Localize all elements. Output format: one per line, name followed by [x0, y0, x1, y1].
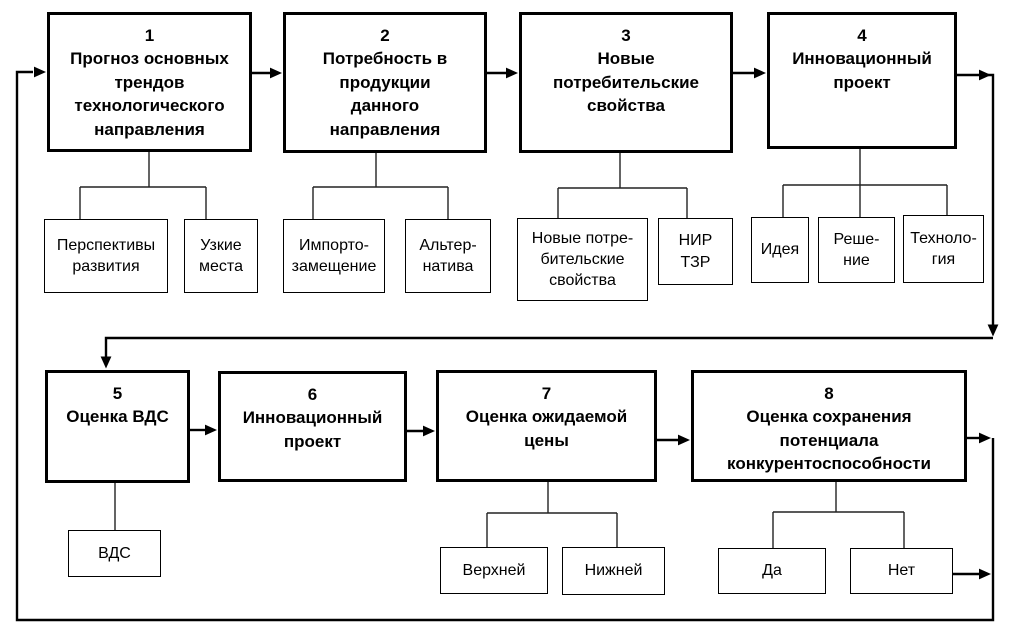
- tree-stage-3: [557, 153, 688, 218]
- stage-box-5: 5 Оценка ВДС: [45, 370, 190, 483]
- stage-box-1: 1 Прогноз основных трендов технологическ…: [47, 12, 252, 152]
- arrowhead-into-6: [205, 424, 217, 436]
- sub-box-no: Нет: [850, 548, 953, 594]
- stage-5-number: 5: [112, 384, 123, 403]
- arrowhead-into-3: [506, 67, 518, 79]
- arrowhead-into-7: [423, 425, 435, 437]
- sub-box-vds: ВДС: [68, 530, 161, 577]
- arrowhead-8-right: [979, 432, 991, 444]
- flow-lines: [15, 70, 995, 622]
- arrowhead-into-5: [100, 356, 112, 369]
- stage-1-number: 1: [144, 26, 155, 45]
- stage-2-label: Потребность в продукции данного направле…: [322, 49, 448, 139]
- stage-box-8: 8 Оценка сохранения потенциала конкурент…: [691, 370, 967, 482]
- tree-stage-7: [486, 482, 618, 547]
- sub-box-import-substitution: Импорто- замещение: [283, 219, 385, 293]
- tree-stage-2: [312, 152, 449, 219]
- sub-box-yes: Да: [718, 548, 826, 594]
- arrowhead-into-8: [678, 434, 690, 446]
- stage-box-2: 2 Потребность в продукции данного направ…: [283, 12, 487, 153]
- sub-box-alternative: Альтер- натива: [405, 219, 491, 293]
- sub-box-new-consumer-properties: Новые потре- бительские свойства: [517, 218, 648, 301]
- arrowhead-into-2: [270, 67, 282, 79]
- arrowheads: [34, 66, 999, 580]
- stage-box-6: 6 Инновационный проект: [218, 371, 407, 482]
- stage-7-number: 7: [541, 384, 552, 403]
- stage-8-label: Оценка сохранения потенциала конкурентос…: [727, 407, 931, 474]
- sub-box-technology: Техноло- гия: [903, 215, 984, 283]
- arrowhead-4-down: [987, 324, 999, 337]
- stage-3-number: 3: [621, 26, 631, 45]
- tree-stage-8: [772, 482, 905, 548]
- sub-box-solution: Реше- ние: [818, 217, 895, 283]
- arrow-line-4-down: [957, 73, 995, 325]
- stage-8-number: 8: [824, 384, 834, 403]
- tree-stage-1: [79, 152, 207, 219]
- sub-box-lower: Нижней: [562, 547, 665, 595]
- stage-6-label: Инновационный проект: [242, 408, 383, 451]
- stage-2-number: 2: [380, 26, 390, 45]
- sub-box-bottlenecks: Узкие места: [184, 219, 258, 293]
- arrowhead-into-4: [754, 67, 766, 79]
- tree-connectors: [79, 149, 948, 548]
- stage-3-label: Новые потребительские свойства: [552, 49, 700, 116]
- stage-7-label: Оценка ожидаемой цены: [465, 407, 628, 450]
- stage-6-number: 6: [307, 385, 318, 404]
- stage-box-4: 4 Инновационный проект: [767, 12, 957, 149]
- stage-5-label: Оценка ВДС: [66, 407, 169, 427]
- stage-4-number: 4: [857, 26, 867, 45]
- sub-box-idea: Идея: [751, 217, 809, 283]
- sub-box-nir-tzr: НИР ТЗР: [658, 218, 733, 285]
- tree-stage-4: [782, 149, 948, 217]
- stage-box-7: 7 Оценка ожидаемой цены: [436, 370, 657, 482]
- stage-box-3: 3 Новые потребительские свойства: [519, 12, 733, 153]
- sub-box-upper: Верхней: [440, 547, 548, 594]
- transfer-line-to-5: [104, 336, 993, 357]
- arrowhead-4-right: [979, 69, 991, 81]
- arrowhead-no-right: [979, 568, 991, 580]
- stage-1-label: Прогноз основных трендов технологическог…: [70, 49, 229, 139]
- stage-4-label: Инновационный проект: [792, 49, 932, 92]
- sub-box-prospects: Перспективы развития: [44, 219, 168, 293]
- feedback-loop-line: [15, 70, 995, 622]
- arrowhead-into-1: [34, 66, 46, 78]
